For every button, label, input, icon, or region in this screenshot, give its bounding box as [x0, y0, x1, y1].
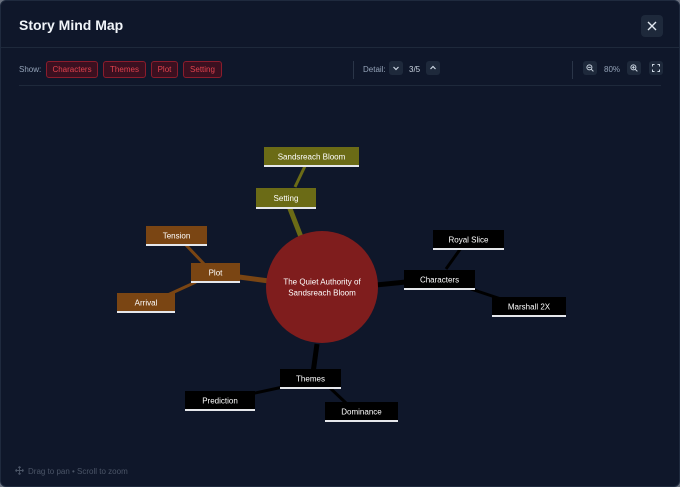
chevron-down-icon: [393, 66, 399, 71]
center-node[interactable]: The Quiet Authority of Sandsreach Bloom: [266, 231, 378, 343]
branch-node-characters[interactable]: Characters: [404, 270, 475, 290]
center-node-label-line2: Sandsreach Bloom: [288, 289, 356, 298]
leaf-node-sandsreach-bloom[interactable]: Sandsreach Bloom: [264, 147, 359, 167]
toolbar-divider: [572, 61, 573, 79]
connector-plot-child: [183, 242, 207, 267]
branch-node-themes[interactable]: Themes: [280, 369, 341, 389]
center-node-circle: [266, 231, 378, 343]
branch-label-themes: Themes: [296, 375, 325, 384]
leaf-node-dominance[interactable]: Dominance: [325, 402, 398, 422]
branch-node-plot[interactable]: Plot: [191, 263, 240, 283]
leaf-label: Prediction: [202, 397, 238, 406]
leaf-node-royal-slice[interactable]: Royal Slice: [433, 230, 504, 250]
move-icon: [15, 466, 24, 475]
leaf-label: Tension: [163, 232, 191, 241]
branch-node-setting[interactable]: Setting: [256, 188, 316, 209]
filter-setting-chip[interactable]: Setting: [183, 61, 222, 78]
branch-label-setting: Setting: [274, 194, 299, 203]
show-label: Show:: [19, 65, 42, 74]
zoom-in-button[interactable]: [627, 61, 641, 75]
detail-increase-button[interactable]: [426, 61, 440, 75]
filter-characters-chip[interactable]: Characters: [46, 61, 98, 78]
close-icon: [647, 21, 657, 31]
toolbar: Show: Characters Themes Plot Setting Det…: [19, 57, 663, 86]
close-button[interactable]: [641, 15, 663, 37]
modal-header: Story Mind Map: [1, 1, 679, 48]
leaf-label: Marshall 2X: [508, 303, 551, 312]
canvas-hint-text: Drag to pan • Scroll to zoom: [28, 467, 128, 476]
mind-map-canvas[interactable]: The Quiet Authority of Sandsreach Bloom …: [1, 89, 680, 487]
fullscreen-icon: [652, 64, 660, 72]
center-node-label-line1: The Quiet Authority of: [283, 278, 361, 287]
leaf-label: Dominance: [341, 408, 382, 417]
detail-value: 3/5: [409, 65, 421, 74]
chevron-up-icon: [430, 65, 436, 70]
leaf-node-prediction[interactable]: Prediction: [185, 391, 255, 411]
connector-setting-child: [293, 163, 308, 188]
zoom-out-icon: [586, 64, 594, 72]
fullscreen-button[interactable]: [649, 61, 663, 75]
filter-themes-chip[interactable]: Themes: [103, 61, 146, 78]
zoom-out-button[interactable]: [583, 61, 597, 75]
detail-label: Detail:: [363, 65, 386, 74]
connector-plot: [238, 274, 270, 284]
connector-themes-child: [327, 385, 348, 405]
canvas-hint: Drag to pan • Scroll to zoom: [15, 466, 128, 476]
zoom-level: 80%: [604, 65, 621, 74]
modal-title: Story Mind Map: [19, 17, 124, 33]
leaf-label: Sandsreach Bloom: [278, 153, 346, 162]
branch-label-plot: Plot: [209, 269, 224, 278]
leaf-node-arrival[interactable]: Arrival: [117, 293, 175, 313]
detail-decrease-button[interactable]: [389, 61, 403, 75]
filter-plot-chip[interactable]: Plot: [151, 61, 178, 78]
connector-characters-child: [444, 247, 463, 270]
leaf-node-tension[interactable]: Tension: [146, 226, 207, 246]
branch-label-characters: Characters: [420, 276, 459, 285]
leaf-label: Arrival: [135, 299, 158, 308]
connector-characters: [375, 279, 407, 288]
toolbar-divider: [353, 61, 354, 79]
connector-themes: [310, 343, 320, 374]
zoom-in-icon: [630, 64, 638, 72]
leaf-node-marshall-2x[interactable]: Marshall 2X: [492, 297, 566, 317]
leaf-label: Royal Slice: [448, 236, 489, 245]
